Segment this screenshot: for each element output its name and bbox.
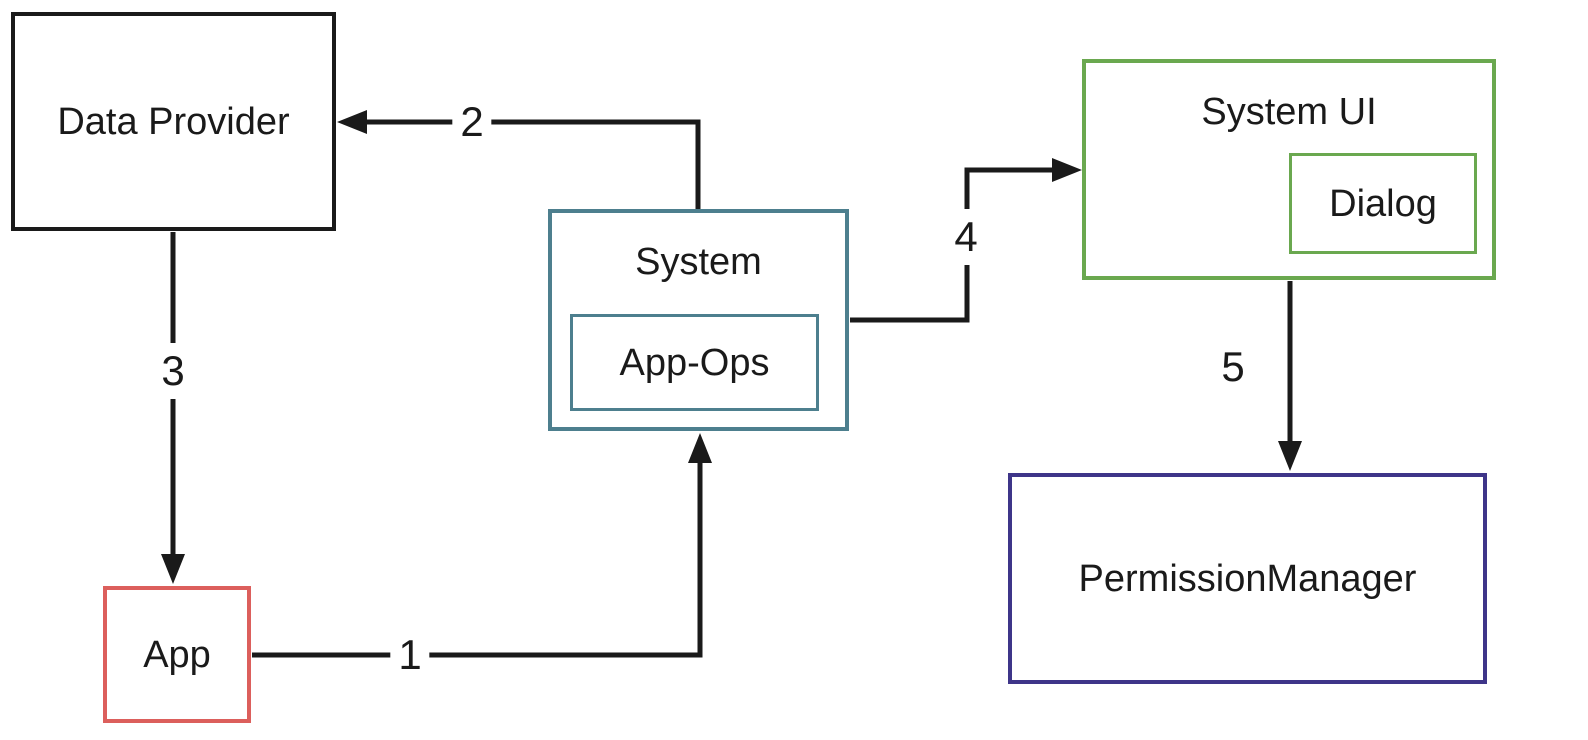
edge-system-to-data-provider [337, 110, 701, 209]
node-dialog-label: Dialog [1329, 182, 1437, 225]
node-app: App [103, 586, 251, 723]
arrowhead-left [337, 110, 367, 134]
edge-label-5: 5 [1221, 343, 1245, 390]
arrowhead-right [1052, 158, 1082, 182]
arrowhead-down [161, 554, 185, 584]
edge-line [252, 450, 703, 658]
node-permission-manager-label: PermissionManager [1078, 557, 1417, 600]
node-system-ui: System UI [1082, 59, 1496, 280]
node-system-label: System [635, 241, 762, 283]
node-app-ops: App-Ops [570, 314, 819, 411]
arrowhead-up [688, 433, 712, 463]
edge-label-3: 3 [157, 343, 189, 399]
node-dialog: Dialog [1289, 153, 1477, 254]
node-system: System [548, 209, 849, 431]
edge-app-to-system [252, 433, 712, 658]
edge-data-provider-to-app [161, 232, 185, 584]
edge-label-2: 2 [452, 101, 492, 143]
node-system-ui-label: System UI [1201, 91, 1377, 133]
node-app-label: App [143, 633, 211, 676]
edge-system-ui-to-permission-manager [1278, 281, 1302, 471]
edge-line [355, 119, 701, 209]
node-permission-manager: PermissionManager [1008, 473, 1487, 684]
node-data-provider-label: Data Provider [57, 100, 290, 143]
node-data-provider: Data Provider [11, 12, 336, 231]
edge-label-1: 1 [390, 634, 430, 676]
arrowhead-down [1278, 441, 1302, 471]
edge-label-4: 4 [950, 209, 982, 265]
node-app-ops-label: App-Ops [619, 341, 770, 384]
